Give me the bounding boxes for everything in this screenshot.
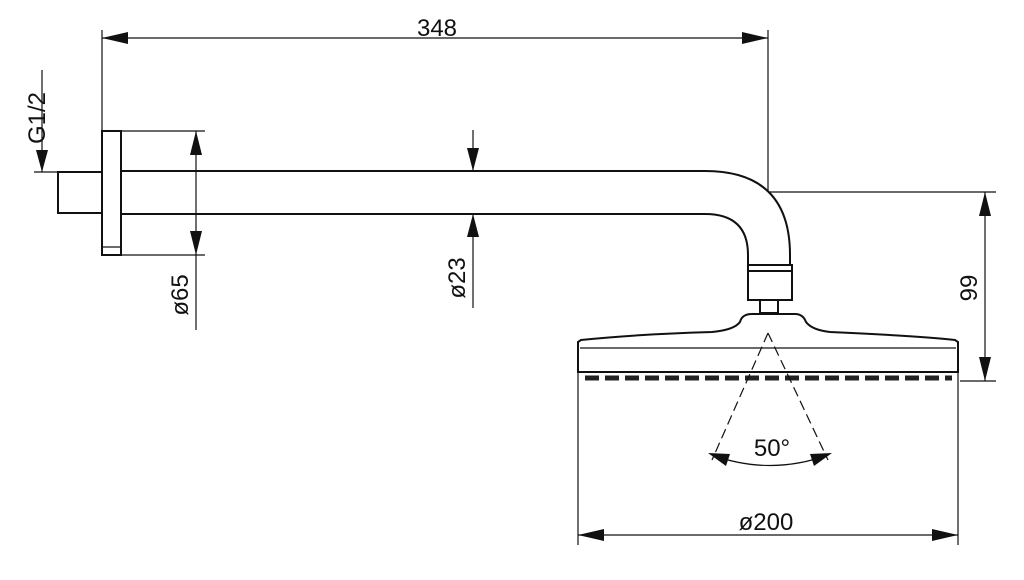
pipe-diameter-label: ø23 — [444, 257, 471, 298]
head-diameter-dimension: ø200 — [577, 372, 959, 545]
height-dimension: 99 — [768, 191, 996, 382]
thread-dimension: G1/2 — [24, 70, 60, 173]
length-label: 348 — [417, 15, 457, 42]
thread-label: G1/2 — [24, 92, 51, 144]
spray-angle-label: 50° — [754, 435, 790, 462]
shower-head — [577, 313, 959, 381]
flange-diameter-dimension: ø65 — [121, 130, 205, 330]
pipe-diameter-dimension: ø23 — [444, 130, 479, 308]
spray-angle-dimension: 50° — [708, 332, 832, 467]
head-diameter-label: ø200 — [739, 509, 794, 536]
height-label: 99 — [956, 275, 983, 302]
flange-diameter-label: ø65 — [167, 274, 194, 315]
length-dimension: 348 — [101, 15, 769, 192]
